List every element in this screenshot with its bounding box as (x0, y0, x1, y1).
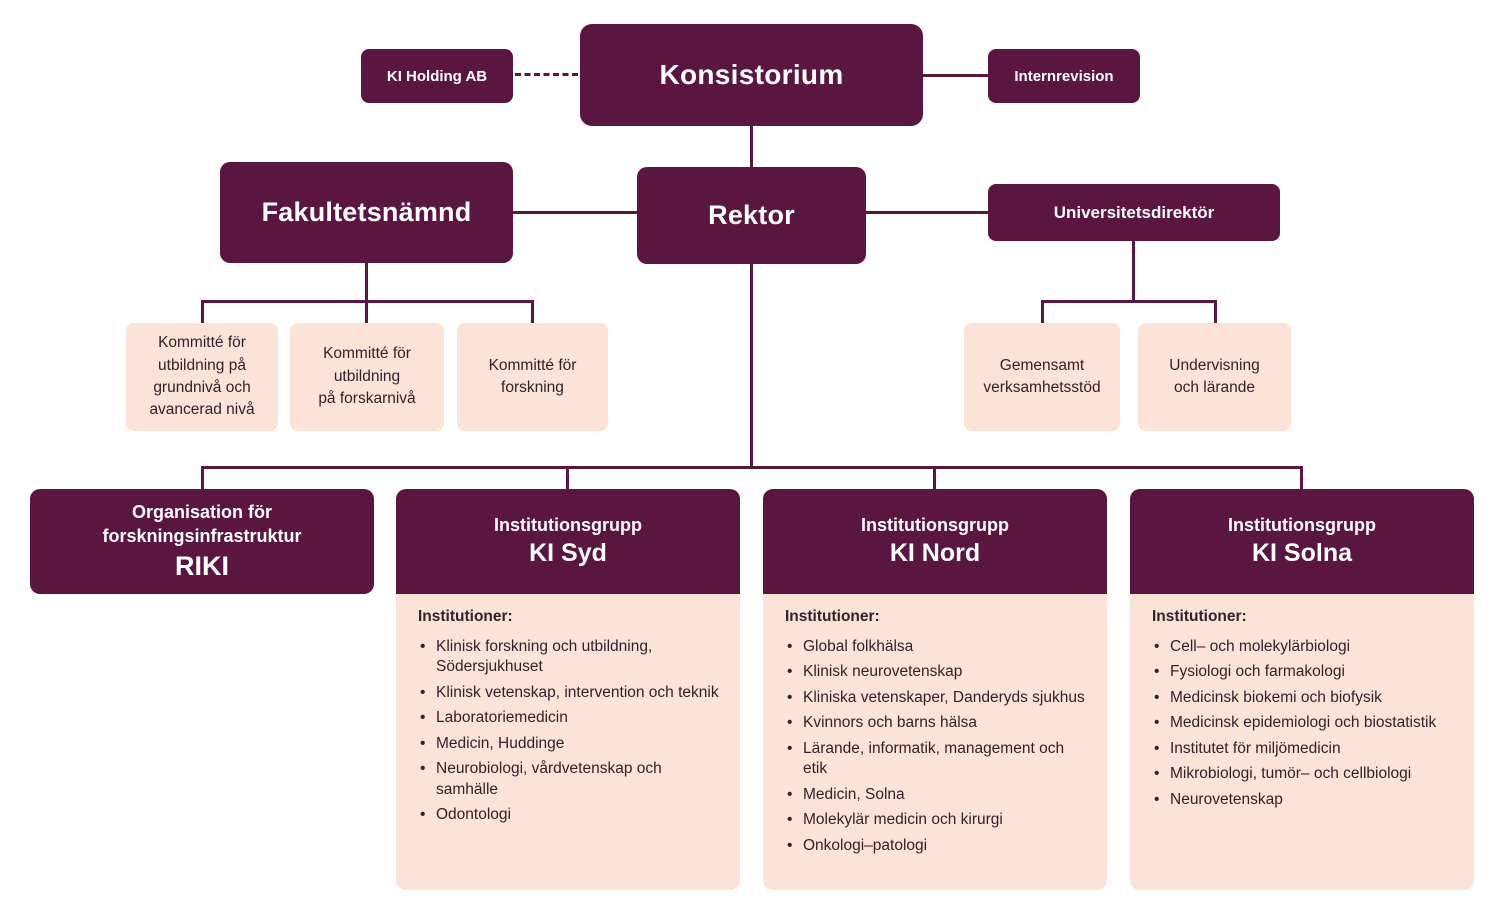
node-undervisning-och-larande-label: Undervisning och lärande (1169, 356, 1260, 396)
institution-item: Medicin, Solna (785, 785, 1091, 806)
institution-item: Laboratoriemedicin (418, 708, 724, 729)
node-riki-abbr: RIKI (175, 550, 229, 581)
node-internrevision-label: Internrevision (1014, 67, 1114, 85)
connector-group-drop-nord (933, 466, 936, 489)
institution-item: Odontologi (418, 805, 724, 826)
group-body-ki-solna: Institutioner: Cell– och molekylärbiolog… (1130, 594, 1474, 890)
institution-item: Cell– och molekylärbiologi (1152, 637, 1458, 658)
institution-item: Molekylär medicin och kirurgi (785, 810, 1091, 831)
connector-group-drop-solna (1300, 466, 1303, 489)
institution-item: Kliniska vetenskaper, Danderyds sjukhus (785, 688, 1091, 709)
group-header-ki-nord: Institutionsgrupp KI Nord (763, 489, 1107, 594)
group-name: KI Syd (529, 539, 607, 567)
institution-item: Onkologi–patologi (785, 836, 1091, 857)
connector-rektor-stem (750, 264, 753, 469)
connector-groups-branch (201, 466, 1303, 469)
institution-item: Institutet för miljömedicin (1152, 739, 1458, 760)
node-committee-forskarniva-label: Kommitté för utbildning på forskarnivå (318, 345, 416, 408)
connector-rektor-universitetsdirektor (866, 211, 988, 214)
connector-universitetsdirektor-stem (1132, 241, 1135, 303)
connector-holding-konsistorium (515, 73, 578, 76)
connector-group-drop-syd (566, 466, 569, 489)
node-rektor-label: Rektor (708, 200, 795, 230)
institutions-list-title: Institutioner: (785, 608, 880, 625)
institution-item: Medicinsk epidemiologi och biostatistik (1152, 713, 1458, 734)
institutions-list-ki-syd: Klinisk forskning och utbildning, Söders… (418, 637, 724, 826)
institution-item: Klinisk neurovetenskap (785, 662, 1091, 683)
connector-committee-drop-2 (365, 300, 368, 323)
node-ki-holding-label: KI Holding AB (386, 67, 488, 85)
node-fakultetsnamnd-label: Fakultetsnämnd (261, 197, 472, 227)
institutions-list-title: Institutioner: (418, 608, 513, 625)
group-name: KI Solna (1251, 539, 1352, 567)
connector-fakultetsnamnd-rektor (513, 211, 637, 214)
connector-committee-drop-3 (531, 300, 534, 323)
node-riki-title: Organisation för forskningsinfrastruktur (102, 502, 302, 546)
institutions-list-ki-nord: Global folkhälsaKlinisk neurovetenskapKl… (785, 637, 1091, 857)
node-universitetsdirektor-label: Universitetsdirektör (1053, 202, 1215, 222)
group-body-ki-nord: Institutioner: Global folkhälsaKlinisk n… (763, 594, 1107, 890)
group-type-label: Institutionsgrupp (1228, 515, 1376, 535)
node-gemensamt-verksamhetsstod: Gemensamt verksamhetsstöd (964, 323, 1120, 431)
connector-group-drop-riki (201, 466, 204, 489)
institution-item: Klinisk forskning och utbildning, Söders… (418, 637, 724, 678)
connector-fakultetsnamnd-stem (365, 263, 368, 303)
institution-item: Mikrobiologi, tumör– och cellbiologi (1152, 764, 1458, 785)
group-header-ki-syd: Institutionsgrupp KI Syd (396, 489, 740, 594)
connector-support-branch (1041, 300, 1217, 303)
institution-item: Neurobiologi, vårdvetenskap och samhälle (418, 759, 724, 800)
group-name: KI Nord (889, 539, 981, 567)
node-konsistorium-label: Konsistorium (659, 59, 844, 90)
node-committee-forskning: Kommitté för forskning (457, 323, 608, 431)
connector-committee-drop-1 (201, 300, 204, 323)
institutions-list-title: Institutioner: (1152, 608, 1247, 625)
node-konsistorium: Konsistorium (580, 24, 923, 126)
node-internrevision: Internrevision (988, 49, 1140, 103)
group-type-label: Institutionsgrupp (861, 515, 1009, 535)
node-committee-forskarniva: Kommitté för utbildning på forskarnivå (290, 323, 444, 431)
node-fakultetsnamnd: Fakultetsnämnd (220, 162, 513, 263)
institution-item: Global folkhälsa (785, 637, 1091, 658)
node-undervisning-och-larande: Undervisning och lärande (1138, 323, 1291, 431)
institution-item: Neurovetenskap (1152, 790, 1458, 811)
connector-konsistorium-rektor (750, 126, 753, 167)
institution-item: Fysiologi och farmakologi (1152, 662, 1458, 683)
institution-item: Lärande, informatik, management och etik (785, 739, 1091, 780)
node-committee-grundniva: Kommitté för utbildning på grundnivå och… (126, 323, 278, 431)
connector-konsistorium-internrevision (923, 74, 988, 77)
node-committee-forskning-label: Kommitté för forskning (488, 356, 577, 396)
institution-item: Klinisk vetenskap, intervention och tekn… (418, 683, 724, 704)
group-type-label: Institutionsgrupp (494, 515, 642, 535)
node-ki-holding: KI Holding AB (361, 49, 513, 103)
node-rektor: Rektor (637, 167, 866, 264)
node-committee-grundniva-label: Kommitté för utbildning på grundnivå och… (149, 334, 255, 419)
group-header-ki-solna: Institutionsgrupp KI Solna (1130, 489, 1474, 594)
institution-item: Medicin, Huddinge (418, 734, 724, 755)
connector-support-drop-1 (1041, 300, 1044, 323)
institution-item: Kvinnors och barns hälsa (785, 713, 1091, 734)
node-universitetsdirektor: Universitetsdirektör (988, 184, 1280, 241)
node-gemensamt-verksamhetsstod-label: Gemensamt verksamhetsstöd (983, 356, 1101, 396)
institutions-list-ki-solna: Cell– och molekylärbiologiFysiologi och … (1152, 637, 1458, 811)
connector-support-drop-2 (1214, 300, 1217, 323)
institution-item: Medicinsk biokemi och biofysik (1152, 688, 1458, 709)
group-body-ki-syd: Institutioner: Klinisk forskning och utb… (396, 594, 740, 890)
node-riki: Organisation för forskningsinfrastruktur… (30, 489, 374, 594)
